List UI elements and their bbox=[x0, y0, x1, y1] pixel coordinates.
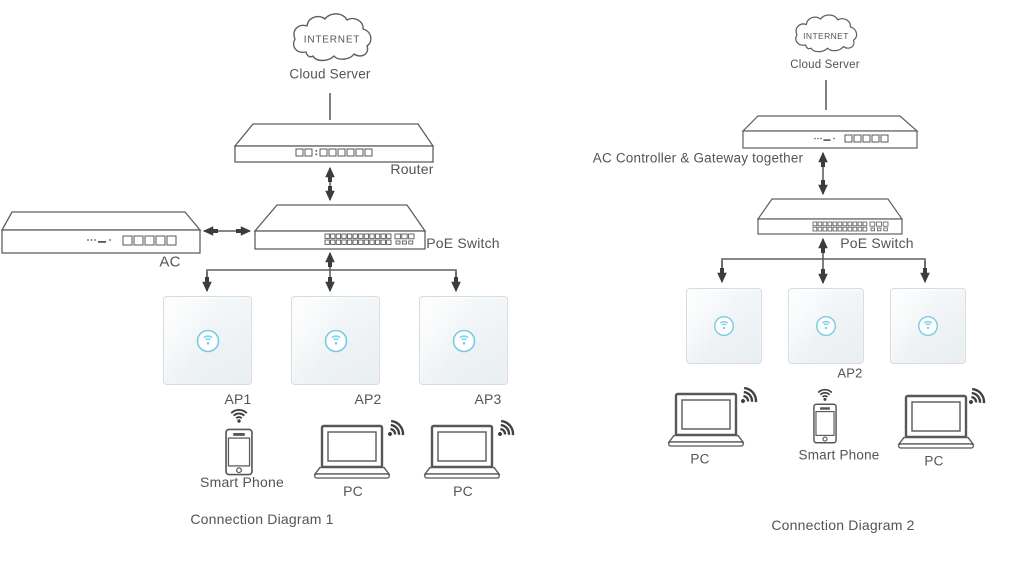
smart-phone-label: Smart Phone bbox=[798, 447, 880, 463]
access-point-1 bbox=[163, 296, 252, 385]
access-point-2 bbox=[788, 288, 864, 364]
pc-label: PC bbox=[690, 451, 710, 467]
pc-label: PC bbox=[924, 453, 944, 469]
wifi-circle-icon bbox=[324, 329, 347, 352]
ap2-label: AP2 bbox=[354, 391, 382, 407]
pc-label: PC bbox=[453, 483, 473, 499]
diagram1-caption: Connection Diagram 1 bbox=[190, 511, 334, 527]
poe-switch-icon bbox=[253, 204, 427, 250]
access-point-1 bbox=[686, 288, 762, 364]
wifi-signal-icon bbox=[741, 386, 758, 403]
laptop-icon bbox=[313, 424, 391, 479]
internet-cloud: INTERNET bbox=[793, 13, 859, 55]
internet-label: INTERNET bbox=[303, 34, 361, 46]
router-label: Router bbox=[390, 161, 434, 177]
laptop-icon bbox=[423, 424, 501, 479]
access-point-3 bbox=[419, 296, 508, 385]
cloud-icon bbox=[292, 13, 372, 62]
ap1-label: AP1 bbox=[224, 391, 252, 407]
ac-gateway-label: AC Controller & Gateway together bbox=[592, 150, 804, 166]
laptop-icon bbox=[667, 392, 745, 447]
ap3-label: AP3 bbox=[474, 391, 502, 407]
poe-switch-icon bbox=[756, 198, 904, 235]
cloud-server-label: Cloud Server bbox=[790, 59, 860, 71]
smart-phone-icon bbox=[813, 403, 837, 444]
wifi-circle-icon bbox=[918, 316, 938, 336]
router-icon bbox=[233, 123, 435, 163]
wifi-circle-icon bbox=[196, 329, 219, 352]
ac-controller-icon bbox=[0, 211, 202, 254]
pc-label: PC bbox=[343, 483, 363, 499]
wifi-circle-icon bbox=[816, 316, 836, 336]
cloud-icon bbox=[795, 14, 858, 53]
cloud-server-label: Cloud Server bbox=[289, 66, 371, 82]
wifi-signal-icon bbox=[230, 409, 248, 423]
poe-switch-label: PoE Switch bbox=[840, 235, 914, 251]
wifi-signal-icon bbox=[388, 419, 405, 436]
wire-switch-ap-branch-right bbox=[721, 258, 926, 281]
wifi-circle-icon bbox=[452, 329, 475, 352]
laptop-icon bbox=[897, 394, 975, 449]
internet-label: INTERNET bbox=[803, 30, 849, 41]
ap2-label: AP2 bbox=[837, 365, 863, 381]
ac-label: AC bbox=[159, 253, 181, 271]
internet-cloud: INTERNET bbox=[290, 12, 374, 64]
poe-switch-label: PoE Switch bbox=[426, 235, 500, 251]
wifi-signal-icon bbox=[498, 419, 515, 436]
ac-gateway-icon bbox=[741, 115, 919, 149]
access-point-3 bbox=[890, 288, 966, 364]
smart-phone-icon bbox=[225, 428, 253, 476]
access-point-2 bbox=[291, 296, 380, 385]
wifi-circle-icon bbox=[714, 316, 734, 336]
wifi-signal-icon bbox=[969, 387, 986, 404]
smart-phone-label: Smart Phone bbox=[200, 474, 284, 490]
diagram2-caption: Connection Diagram 2 bbox=[771, 517, 915, 533]
wire-switch-ap-branch bbox=[206, 269, 457, 290]
wifi-signal-icon bbox=[817, 388, 833, 401]
